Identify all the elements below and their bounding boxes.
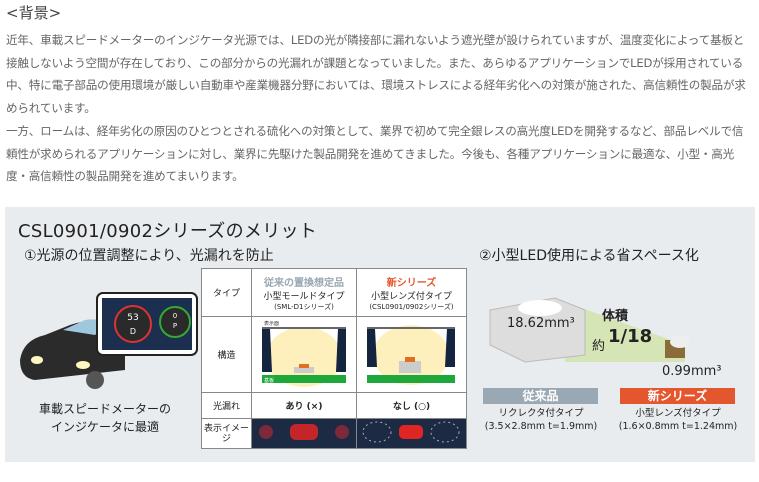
old-header: 従来の置換想定品: [264, 277, 344, 289]
comparison-table: タイプ 従来の置換想定品小型モールドタイプ(SML-D1シリーズ) 新シリーズ小…: [201, 268, 467, 449]
car-caption-line-2: インジケータに最適: [50, 420, 159, 434]
old-volume: 18.62mm³: [507, 316, 575, 331]
new-series: (CSL0901/0902シリーズ): [369, 302, 454, 311]
new-structure-diagram: [367, 325, 455, 385]
display-label: 表示面: [264, 320, 279, 327]
ratio-prefix: 約: [592, 339, 606, 354]
panel-title: CSL0901/0902シリーズのメリット: [18, 221, 318, 242]
meter-gear: D: [130, 327, 136, 336]
car-illustration: 53 D 0 P: [20, 292, 198, 389]
old-series: (SML-D1シリーズ): [274, 302, 334, 311]
row-label-display: 表示イメージ: [201, 418, 252, 449]
new-type-caption: 小型レンズ付タイプ: [635, 408, 721, 419]
row-label-leak: 光漏れ: [201, 392, 252, 419]
old-type-caption: リクレクタ付タイプ: [498, 408, 584, 419]
old-dims-caption: (3.5×2.8mm t=1.9mm): [484, 421, 598, 432]
table-row-display: 表示イメージ: [201, 418, 467, 449]
meter-speed: 53: [127, 313, 138, 323]
new-header: 新シリーズ: [386, 277, 437, 289]
meter-gear-2: P: [173, 322, 177, 330]
old-type: 小型モールドタイプ: [263, 291, 345, 302]
size-comparison-illustration: [489, 297, 690, 363]
table-row-structure: 構造 表示面 基板: [201, 316, 467, 393]
new-type: 小型レンズ付タイプ: [371, 291, 452, 302]
old-structure-diagram: 表示面 基板: [262, 320, 346, 387]
table-row-leak: 光漏れ あり (×) なし (○): [201, 392, 467, 419]
new-volume: 0.99mm³: [662, 364, 722, 379]
paragraph-background: 近年、車載スピードメーターのインジケータ光源では、LEDの光が隣接部に漏れないよ…: [6, 33, 746, 115]
volume-ratio: 1/18: [608, 326, 653, 347]
car-caption-line-1: 車載スピードメーターの: [38, 402, 171, 416]
volume-label: 体積: [602, 309, 629, 324]
section-heading: <背景>: [6, 4, 62, 22]
row-label-structure: 構造: [201, 316, 252, 393]
new-leak: なし (○): [356, 392, 467, 419]
new-tag: 新シリーズ: [620, 388, 735, 404]
new-dims-caption: (1.6×0.8mm t=1.24mm): [618, 421, 738, 432]
old-tag: 従来品: [483, 388, 598, 404]
paragraph-rohm: 一方、ロームは、経年劣化の原因のひとつとされる硫化への対策として、業界で初めて完…: [6, 124, 744, 183]
new-display-image: [362, 421, 460, 443]
old-display-image: [259, 424, 349, 440]
meter-speed-2: 0: [173, 312, 177, 320]
merit-1-heading: ①光源の位置調整により、光漏れを防止: [24, 248, 274, 264]
merit-2-heading: ②小型LED使用による省スペース化: [479, 248, 699, 264]
row-label-type: タイプ: [201, 268, 252, 317]
board-label: 基板: [264, 377, 274, 384]
old-leak: あり (×): [251, 392, 357, 419]
table-row-type: タイプ 従来の置換想定品小型モールドタイプ(SML-D1シリーズ) 新シリーズ小…: [201, 268, 467, 317]
